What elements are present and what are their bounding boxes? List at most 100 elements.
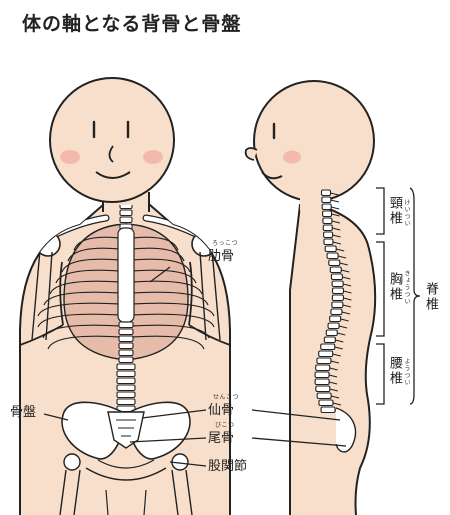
side-vertebra	[322, 217, 333, 225]
rib	[55, 269, 121, 284]
side-vertebra	[329, 315, 342, 323]
spinous-process	[328, 374, 338, 378]
sternum	[117, 227, 135, 323]
rib	[49, 280, 121, 295]
rib	[61, 258, 121, 273]
rib	[131, 236, 179, 251]
spinous-process	[331, 213, 340, 217]
side-vertebra	[325, 329, 338, 337]
spinous-process	[332, 241, 342, 245]
rib	[131, 313, 215, 328]
spinous-process	[342, 304, 351, 308]
spinous-process	[343, 283, 352, 287]
rib	[131, 280, 203, 295]
vertebra	[116, 398, 136, 406]
spinous-process	[341, 311, 351, 315]
side-vertebra	[314, 371, 330, 379]
cervical-ruby: けいつい	[403, 199, 410, 227]
rib	[37, 313, 121, 328]
side-vertebra	[315, 385, 331, 393]
spinous-process	[343, 297, 352, 301]
pelvis-label: 骨盤	[10, 405, 37, 420]
vertebra-brackets	[376, 187, 421, 405]
sacrum-label: 仙骨	[208, 403, 235, 418]
vertebra	[118, 342, 134, 350]
vertebra	[118, 321, 134, 329]
side-vertebra	[314, 378, 330, 386]
vertebra	[118, 328, 134, 336]
rib	[42, 324, 121, 339]
vertebra	[116, 384, 136, 392]
side-spine	[314, 189, 352, 414]
spinous-process	[332, 402, 342, 406]
rib	[43, 291, 121, 306]
cervical-label: 頸椎	[387, 196, 402, 226]
side-vertebra	[323, 238, 334, 246]
spinous-process	[337, 255, 347, 259]
spinous-process	[339, 262, 348, 266]
spinous-process	[332, 227, 341, 231]
thoracic-label: 胸椎	[387, 272, 402, 302]
rib	[131, 258, 191, 273]
hip-joint-label: 股関節	[208, 459, 248, 474]
side-vertebra	[320, 189, 332, 197]
coccyx-leader-side	[251, 437, 347, 447]
spinous-process	[330, 192, 339, 196]
vertebra	[116, 370, 136, 378]
side-vertebra	[331, 280, 344, 288]
front-head	[49, 77, 175, 203]
side-vertebra	[330, 308, 343, 316]
spinous-process	[329, 388, 338, 392]
side-vertebra	[331, 287, 345, 295]
spinous-process	[341, 269, 350, 273]
spinous-process	[331, 206, 340, 210]
pelvis-leader	[43, 413, 69, 421]
side-vertebra	[328, 259, 341, 267]
side-sacrum	[335, 407, 357, 453]
spinous-process	[330, 360, 340, 364]
sacrum-ruby: せんこつ	[213, 394, 240, 401]
rib	[37, 302, 121, 317]
page-title: 体の軸となる背骨と骨盤	[22, 13, 242, 35]
coccyx-leader-front	[129, 437, 207, 443]
lumbar-label: 腰椎	[387, 356, 402, 386]
side-vertebra	[331, 301, 344, 309]
side-vertebra	[331, 294, 344, 302]
side-figure	[244, 80, 421, 515]
rib	[131, 302, 215, 317]
spinous-process	[330, 199, 339, 203]
side-vertebra	[321, 203, 332, 211]
side-vertebra	[330, 273, 343, 281]
rib	[73, 236, 121, 251]
spinous-process	[329, 367, 338, 371]
side-head	[244, 80, 375, 211]
vertebra	[119, 205, 133, 210]
spinous-process	[338, 325, 348, 329]
spinous-process	[335, 339, 344, 343]
spinous-process	[342, 276, 351, 280]
rib	[67, 247, 121, 262]
spinous-process	[328, 381, 338, 385]
side-vertebra	[318, 399, 334, 407]
vertebra	[118, 335, 134, 343]
side-vertebra	[323, 231, 334, 239]
sacrum-leader-side	[251, 409, 341, 421]
side-vertebra	[323, 336, 336, 344]
lumbar-ruby: ようつい	[403, 358, 410, 386]
vertebra	[116, 391, 136, 399]
side-vertebra	[322, 224, 333, 232]
vertebra	[119, 216, 133, 224]
side-vertebra	[326, 252, 339, 260]
side-vertebra	[321, 210, 333, 218]
sacrum-leader-front	[141, 409, 207, 419]
rib-ruby: ろっこつ	[212, 240, 239, 247]
spinous-process	[331, 395, 340, 399]
coccyx-ruby: びこつ	[215, 422, 235, 429]
vertebra	[116, 363, 136, 371]
spinous-process	[332, 353, 341, 357]
spinous-process	[337, 332, 346, 336]
vertebra	[118, 349, 134, 357]
spinous-process	[340, 318, 349, 322]
vertebra	[116, 377, 136, 385]
